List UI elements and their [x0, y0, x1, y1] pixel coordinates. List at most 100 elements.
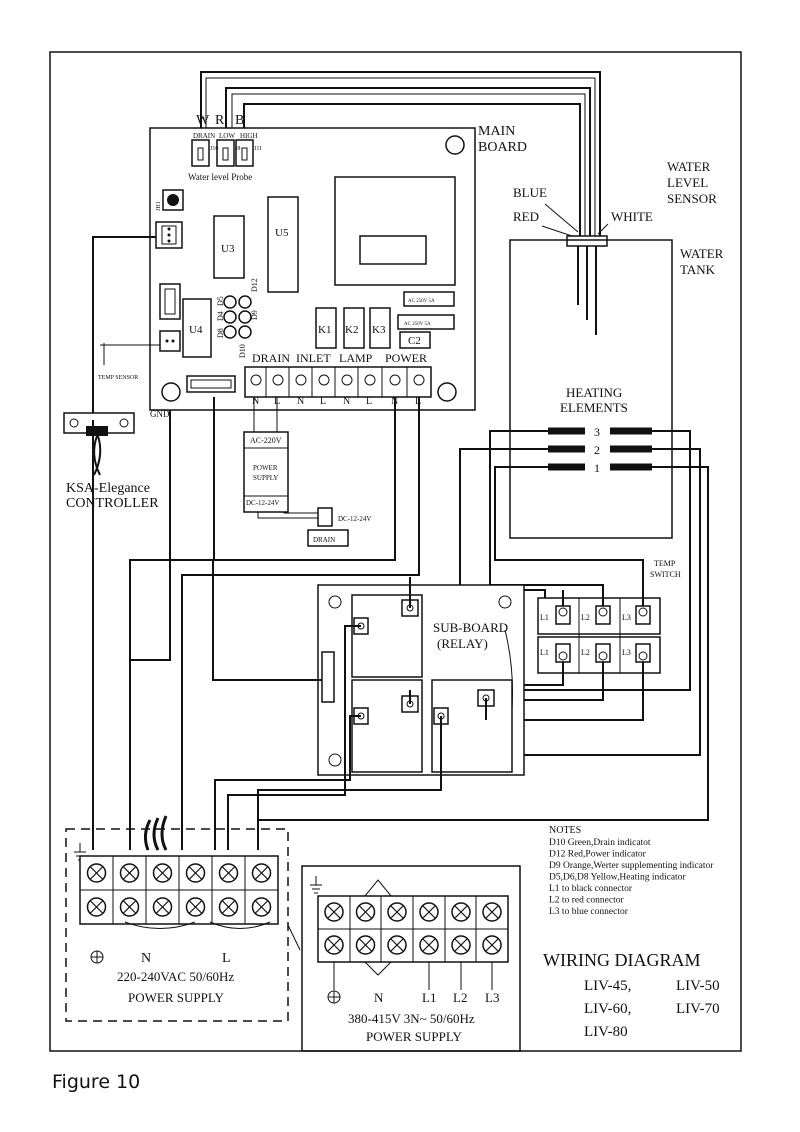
ts-l3-label: L3: [622, 648, 631, 657]
u5-label: U5: [275, 227, 289, 239]
screw-cross: [359, 905, 372, 919]
element-3: 3: [594, 425, 600, 439]
screw-cross: [255, 900, 268, 914]
probe-high-label: HIGH: [240, 132, 258, 140]
d12-label: D12: [250, 278, 259, 292]
screw-cross: [189, 900, 202, 914]
main-board-terminals: [244, 366, 432, 398]
gnd-label: GND: [150, 409, 170, 419]
note-item: D10 Green,Drain indicatot: [549, 838, 651, 848]
screw-cross: [327, 905, 341, 919]
screw-cross: [222, 866, 235, 880]
element-1: 1: [594, 461, 600, 475]
screw-cross: [422, 905, 436, 919]
supply-3ph-caption: POWER SUPPLY: [366, 1029, 462, 1044]
k1-label: K1: [318, 324, 331, 336]
supply-3ph-frame: [301, 865, 521, 1052]
fuse: [397, 314, 455, 330]
probe-r-label: R: [215, 113, 225, 128]
relay-k2: [343, 307, 365, 349]
screw-cross: [390, 938, 404, 952]
tank-label: WATER: [680, 246, 724, 261]
ps-top-label: AC-220V: [250, 436, 282, 445]
u4-label: U4: [189, 324, 203, 336]
screw-cross: [123, 900, 136, 914]
relay-1: [351, 594, 423, 678]
water-level-sensor: [566, 235, 608, 247]
lamp-label: LAMP: [339, 351, 373, 365]
screw-cross: [255, 866, 268, 880]
capacitor-c2: [399, 331, 431, 349]
sensor-white-label: WHITE: [611, 209, 653, 224]
ts-l3-label: L3: [622, 613, 631, 622]
jh1-label: JH1: [156, 201, 162, 211]
screw-cross: [454, 938, 468, 952]
screw-cross: [156, 866, 169, 880]
temp-switch: [537, 597, 661, 674]
ts-l1-label: L1: [540, 648, 549, 657]
probe-pin-label: J11: [254, 146, 262, 152]
d4-label: D4: [216, 311, 225, 321]
probe-low-label: LOW: [219, 132, 235, 140]
probe-pin-label: J10: [210, 146, 218, 152]
screw-cross: [90, 866, 103, 880]
sub-board-label: SUB-BOARD: [433, 620, 508, 635]
drain-pump: [317, 507, 333, 527]
temp-sensor-label: TEMP SENSOR: [98, 375, 138, 381]
sensor-red-label: RED: [513, 209, 539, 224]
probe-b-label: B: [235, 113, 244, 128]
sensor-label: WATER: [667, 159, 711, 174]
screw-cross: [485, 905, 499, 919]
inlet-label: INLET: [296, 351, 331, 365]
chip-u5: [267, 196, 299, 293]
model-label: LIV-45,: [584, 978, 631, 994]
screw-cross: [327, 938, 341, 952]
supply-3ph-l3: L3: [485, 990, 499, 1005]
terminal-n: N: [343, 396, 350, 407]
note-item: D5,D6,D8 Yellow,Heating indicator: [549, 873, 686, 883]
d9-label: D9: [250, 310, 259, 320]
model-label: LIV-50: [676, 978, 720, 994]
controller-connector: [186, 375, 236, 393]
fuse: [403, 291, 455, 307]
ps-label: POWER: [253, 464, 278, 472]
temp-switch-label: TEMP: [654, 559, 676, 568]
supply-1ph-terminals: [79, 855, 279, 925]
supply-3ph-l2: L2: [453, 990, 467, 1005]
ps-label: SUPPLY: [253, 474, 278, 482]
main-board-label: BOARD: [478, 140, 527, 155]
tank-label: TANK: [680, 262, 716, 277]
probe-pin-label: J8: [235, 146, 240, 152]
relay-2: [351, 679, 423, 773]
model-label: LIV-80: [584, 1024, 628, 1040]
probe-connectors: [191, 139, 254, 167]
drain-label: DRAIN: [252, 351, 290, 365]
rating-label: AC 250V 5A: [404, 322, 431, 327]
d5-label: D5: [216, 296, 225, 306]
dc-label: DC-12-24V: [338, 515, 371, 523]
relay-3: [431, 679, 513, 773]
terminal-n: N: [252, 396, 259, 407]
screw-terminals: [86, 863, 272, 917]
supply-3ph-n: N: [374, 990, 384, 1005]
screw-cross: [90, 900, 103, 914]
c2-label: C2: [408, 335, 421, 347]
probe-wires: [200, 71, 601, 240]
sensor-label: LEVEL: [667, 175, 708, 190]
water-tank: [509, 239, 673, 539]
chip-u3: [213, 215, 245, 279]
note-item: L1 to black connector: [549, 884, 633, 894]
supply-1ph-l: L: [222, 951, 231, 966]
ts-l2-label: L2: [581, 613, 590, 622]
figure-caption: Figure 10: [52, 1071, 140, 1093]
note-item: D9 Orange,Werter supplementing indicator: [549, 861, 714, 871]
u3-label: U3: [221, 243, 235, 255]
screw-cross: [156, 900, 169, 914]
temp-switch-label: SWITCH: [650, 570, 681, 579]
screw-terminals: [324, 902, 502, 955]
screw-cross: [390, 905, 404, 919]
k3-label: K3: [372, 324, 386, 336]
supply-1ph-voltage: 220-240VAC 50/60Hz: [117, 969, 234, 984]
ts-l2-label: L2: [581, 648, 590, 657]
